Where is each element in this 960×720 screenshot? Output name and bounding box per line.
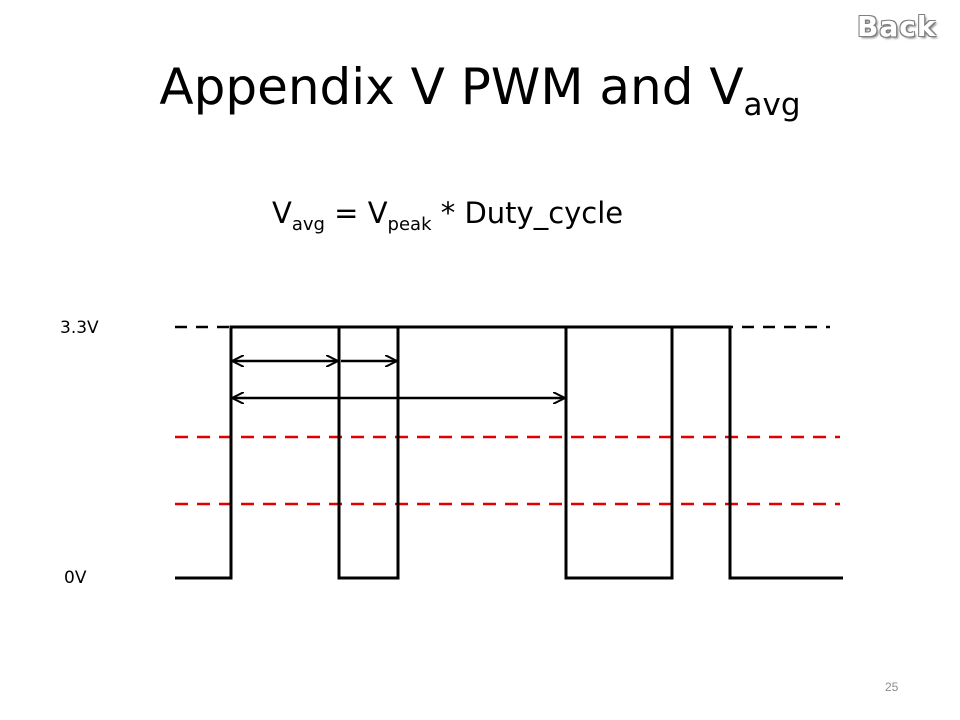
formula-v2-sub: peak [387,213,432,235]
formula-v1-sub: avg [291,213,325,235]
back-button[interactable]: Back [857,10,937,43]
formula-v2: V [367,196,388,230]
page-number: 25 [885,680,899,694]
level-label-low: 0V [64,568,87,588]
title-main: Appendix V PWM and V [159,58,744,116]
pwm-waveform [175,325,843,580]
page-title: Appendix V PWM and Vavg [0,58,960,123]
level-label-high: 3.3V [60,318,99,338]
formula-equals: = [324,196,368,230]
formula: Vavg = Vpeak * Duty_cycle [272,196,623,235]
title-subscript: avg [743,87,801,123]
formula-v1: V [272,196,292,230]
formula-rest: * Duty_cycle [431,196,624,230]
